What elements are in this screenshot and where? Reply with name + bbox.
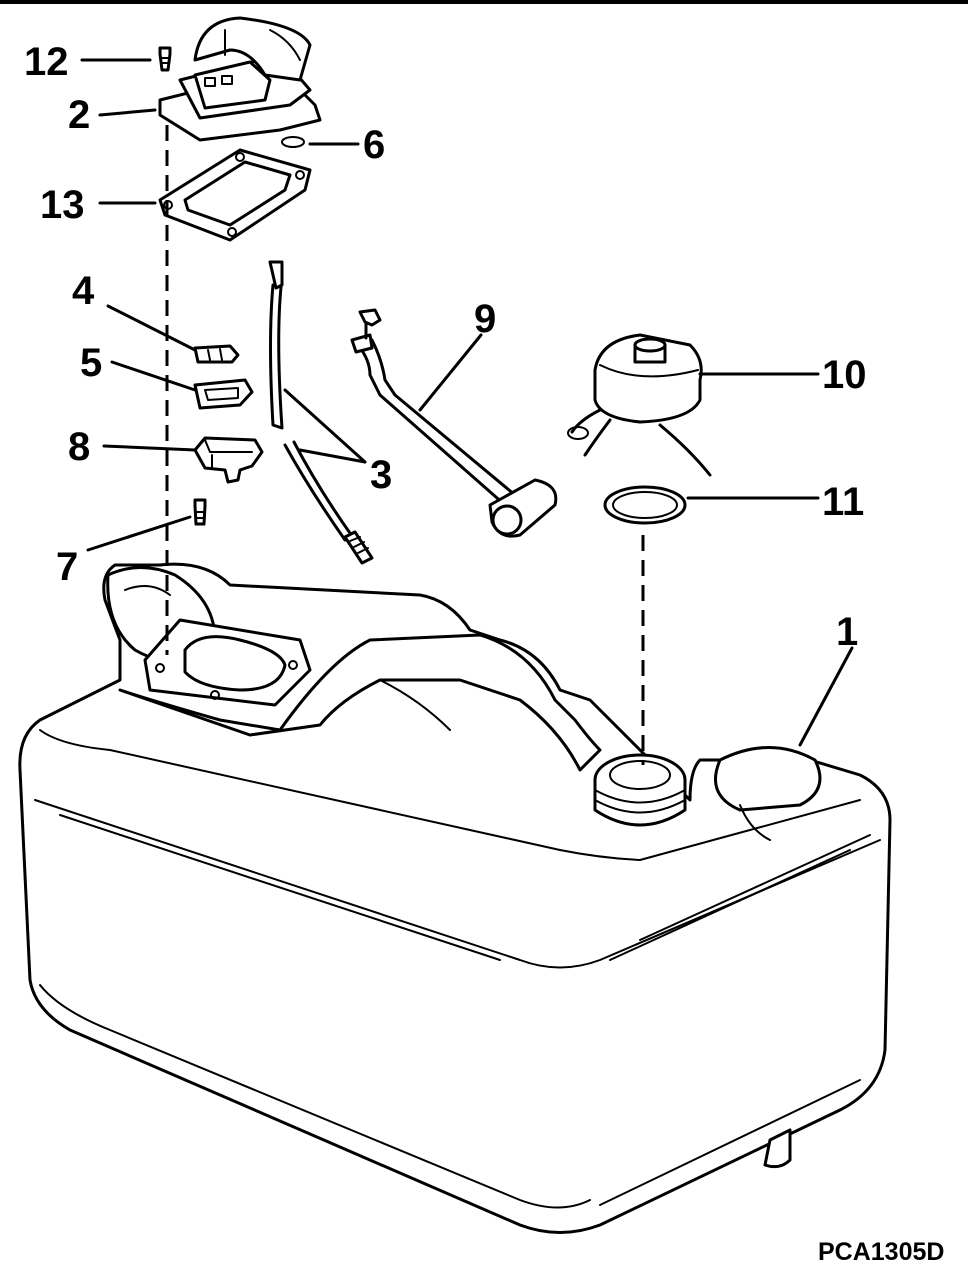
callout-11: 11 (822, 480, 864, 524)
callout-7: 7 (56, 545, 78, 589)
callout-4: 4 (72, 269, 95, 313)
part-8-bracket (193, 436, 264, 484)
part-9-float-arm (350, 308, 558, 538)
part-10-filler-cap (567, 333, 712, 477)
part-7-screw (193, 498, 207, 526)
callout-3: 3 (370, 453, 392, 497)
callout-8: 8 (68, 425, 90, 469)
fuel-tank-body (18, 562, 892, 1234)
callout-1: 1 (836, 610, 858, 654)
callout-6: 6 (363, 123, 385, 167)
callout-2: 2 (68, 93, 90, 137)
leader-lines (80, 58, 854, 747)
callout-12: 12 (24, 40, 69, 84)
part-2-connector-cover (158, 16, 322, 142)
part-13-gasket (158, 148, 312, 242)
part-11-o-ring (603, 485, 687, 525)
callout-5: 5 (80, 341, 102, 385)
part-3-pickup-tube (268, 260, 374, 565)
callout-10: 10 (822, 353, 867, 397)
part-12-screw (158, 46, 172, 72)
callout-9: 9 (474, 297, 496, 341)
callout-13: 13 (40, 183, 85, 227)
part-4-clip (193, 344, 240, 364)
part-5-seal (193, 378, 254, 410)
figure-code: PCA1305D (818, 1238, 944, 1266)
part-6-o-ring (281, 136, 305, 148)
